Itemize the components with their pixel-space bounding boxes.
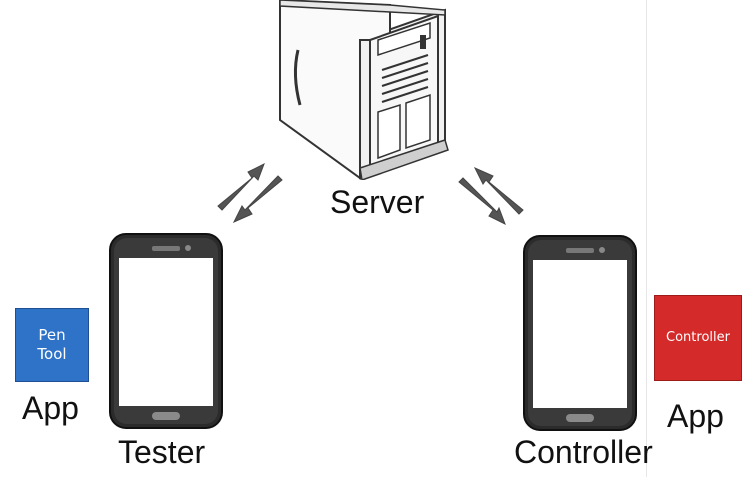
controller-app-text: Controller <box>666 329 730 345</box>
pen-tool-app-text: Pen Tool <box>37 325 67 364</box>
tester-phone-icon <box>109 233 223 429</box>
tester-server-arrows-icon <box>217 162 283 224</box>
server-label: Server <box>330 184 425 220</box>
tester-app-label: App <box>22 390 79 426</box>
controller-app-label: App <box>667 398 724 434</box>
controller-app-icon: Controller <box>654 295 742 381</box>
pen-tool-app-icon: Pen Tool <box>15 308 89 382</box>
divider-line <box>646 0 647 477</box>
server-controller-arrows-icon <box>458 166 524 226</box>
controller-phone-icon <box>523 235 637 431</box>
controller-label: Controller <box>514 434 653 470</box>
server-icon <box>279 0 449 180</box>
tester-label: Tester <box>118 434 206 470</box>
